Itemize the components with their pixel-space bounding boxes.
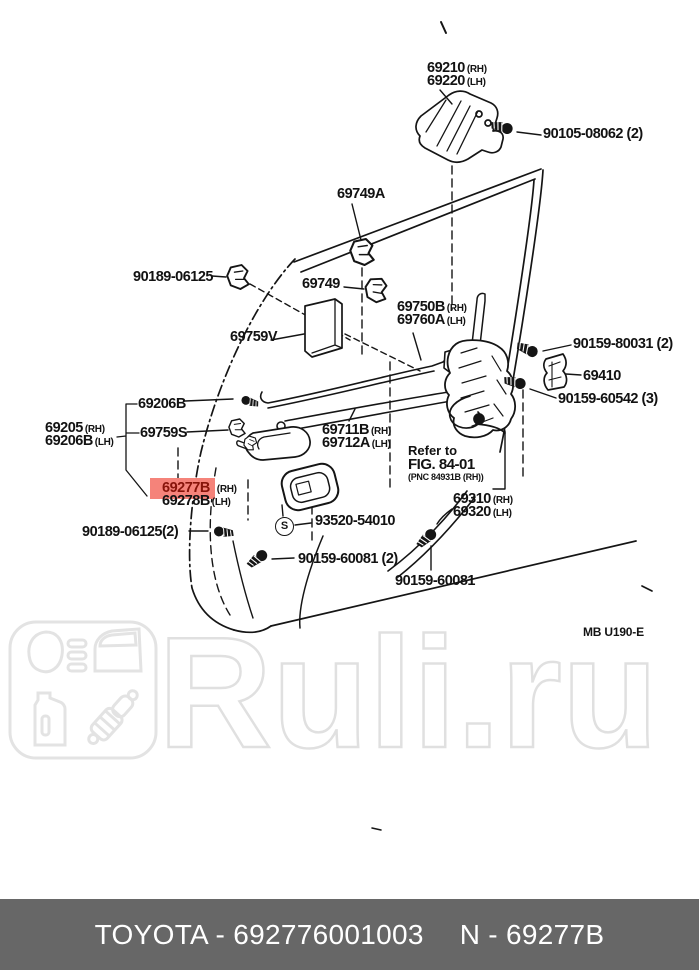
oil-can-icon xyxy=(33,691,67,747)
refer-note: Refer to FIG. 84-01 (PNC 84931B (RH)) xyxy=(408,443,484,483)
door-lock-part xyxy=(444,292,517,439)
leader-lines xyxy=(116,89,582,571)
screw-symbol: S xyxy=(275,517,294,536)
highlight-box: 69277B xyxy=(150,478,215,499)
part-label-69206B[interactable]: 69206B xyxy=(138,396,186,412)
part-label-93520-54010[interactable]: 93520-54010 xyxy=(315,513,395,529)
grommet-part xyxy=(543,353,568,391)
outside-handle-part xyxy=(415,90,504,163)
part-label-69310-69320[interactable]: 69310(RH) 69320(LH) xyxy=(453,491,513,520)
part-label-90159-80031[interactable]: 90159-80031 (2) xyxy=(573,336,673,352)
part-label-69711B-69712A[interactable]: 69711B(RH) 69712A(LH) xyxy=(322,422,391,451)
watermark-logo xyxy=(8,620,158,760)
part-label-69410[interactable]: 69410 xyxy=(583,368,621,384)
part-label-69749A[interactable]: 69749A xyxy=(337,186,385,202)
part-label-69205-69206B[interactable]: 69205(RH) 69206B(LH) xyxy=(45,420,114,449)
screw-part xyxy=(243,547,271,571)
part-label-69759V[interactable]: 69759V xyxy=(230,329,278,345)
part-label-90105-08062[interactable]: 90105-08062 (2) xyxy=(543,126,643,142)
beam-line-icon xyxy=(66,638,88,649)
headlight-icon xyxy=(27,630,64,674)
sheet-code: MB U190-E xyxy=(583,625,644,639)
footer-brand-part-number: TOYOTA - 692776001003 xyxy=(94,918,424,950)
lock-cable-part xyxy=(448,395,506,490)
clip-part xyxy=(362,275,390,305)
part-label-90189-06125-2[interactable]: 90189-06125(2) xyxy=(82,524,179,540)
part-label-90159-60081[interactable]: 90159-60081 xyxy=(395,573,475,589)
part-label-69749[interactable]: 69749 xyxy=(302,276,340,292)
car-door-window-icon xyxy=(98,631,138,648)
bolt-part xyxy=(212,524,236,540)
beam-line-icon xyxy=(66,650,88,661)
part-label-90159-60542[interactable]: 90159-60542 (3) xyxy=(558,391,658,407)
footer-catalog-code: N - 69277B xyxy=(459,918,605,950)
clip-part xyxy=(349,237,375,267)
shock-absorber-icon xyxy=(87,689,139,746)
inside-handle-part xyxy=(236,426,340,512)
clip-part xyxy=(226,263,250,291)
part-label-69277B-69278B-highlighted[interactable]: 69277B(RH) 69278B(LH) xyxy=(150,478,237,508)
beam-line-icon xyxy=(66,662,88,673)
cushion-part xyxy=(304,298,343,358)
bolt-part xyxy=(239,394,261,410)
door-line-art xyxy=(116,21,653,831)
screw-part xyxy=(513,338,541,360)
part-label-90159-60081-2[interactable]: 90159-60081 (2) xyxy=(298,551,398,567)
clip-part xyxy=(228,418,246,438)
part-label-69210-69220[interactable]: 69210(RH) 69220(LH) xyxy=(427,60,487,89)
watermark-text: Ruli.ru xyxy=(158,605,658,781)
oil-can-slot-icon xyxy=(40,714,51,737)
part-label-69750B-69760A[interactable]: 69750B(RH) 69760A(LH) xyxy=(397,299,467,328)
part-label-69759S[interactable]: 69759S xyxy=(140,425,188,441)
footer-bar: TOYOTA - 692776001003 N - 69277B xyxy=(0,899,699,970)
part-label-90189-06125[interactable]: 90189-06125 xyxy=(133,269,213,285)
car-door-icon xyxy=(93,627,143,673)
